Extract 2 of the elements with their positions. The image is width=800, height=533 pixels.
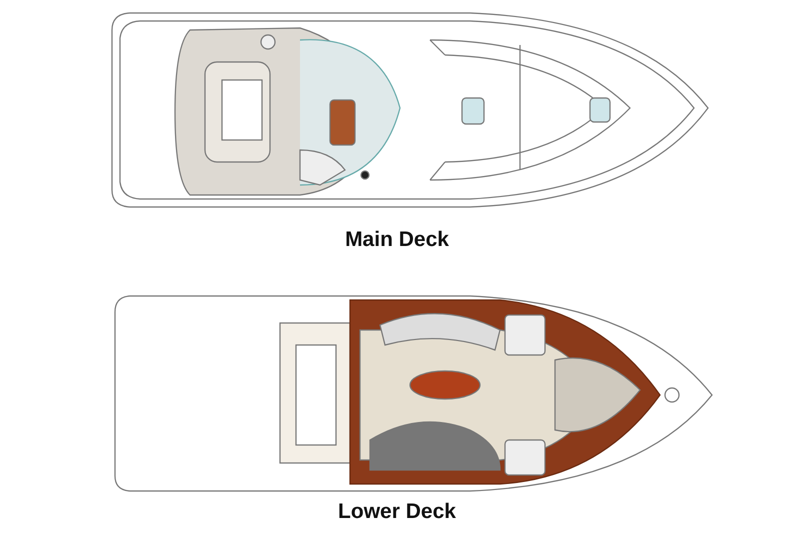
deck-title: Lower Deck [338,500,456,524]
deck-title: Main Deck [345,228,449,252]
